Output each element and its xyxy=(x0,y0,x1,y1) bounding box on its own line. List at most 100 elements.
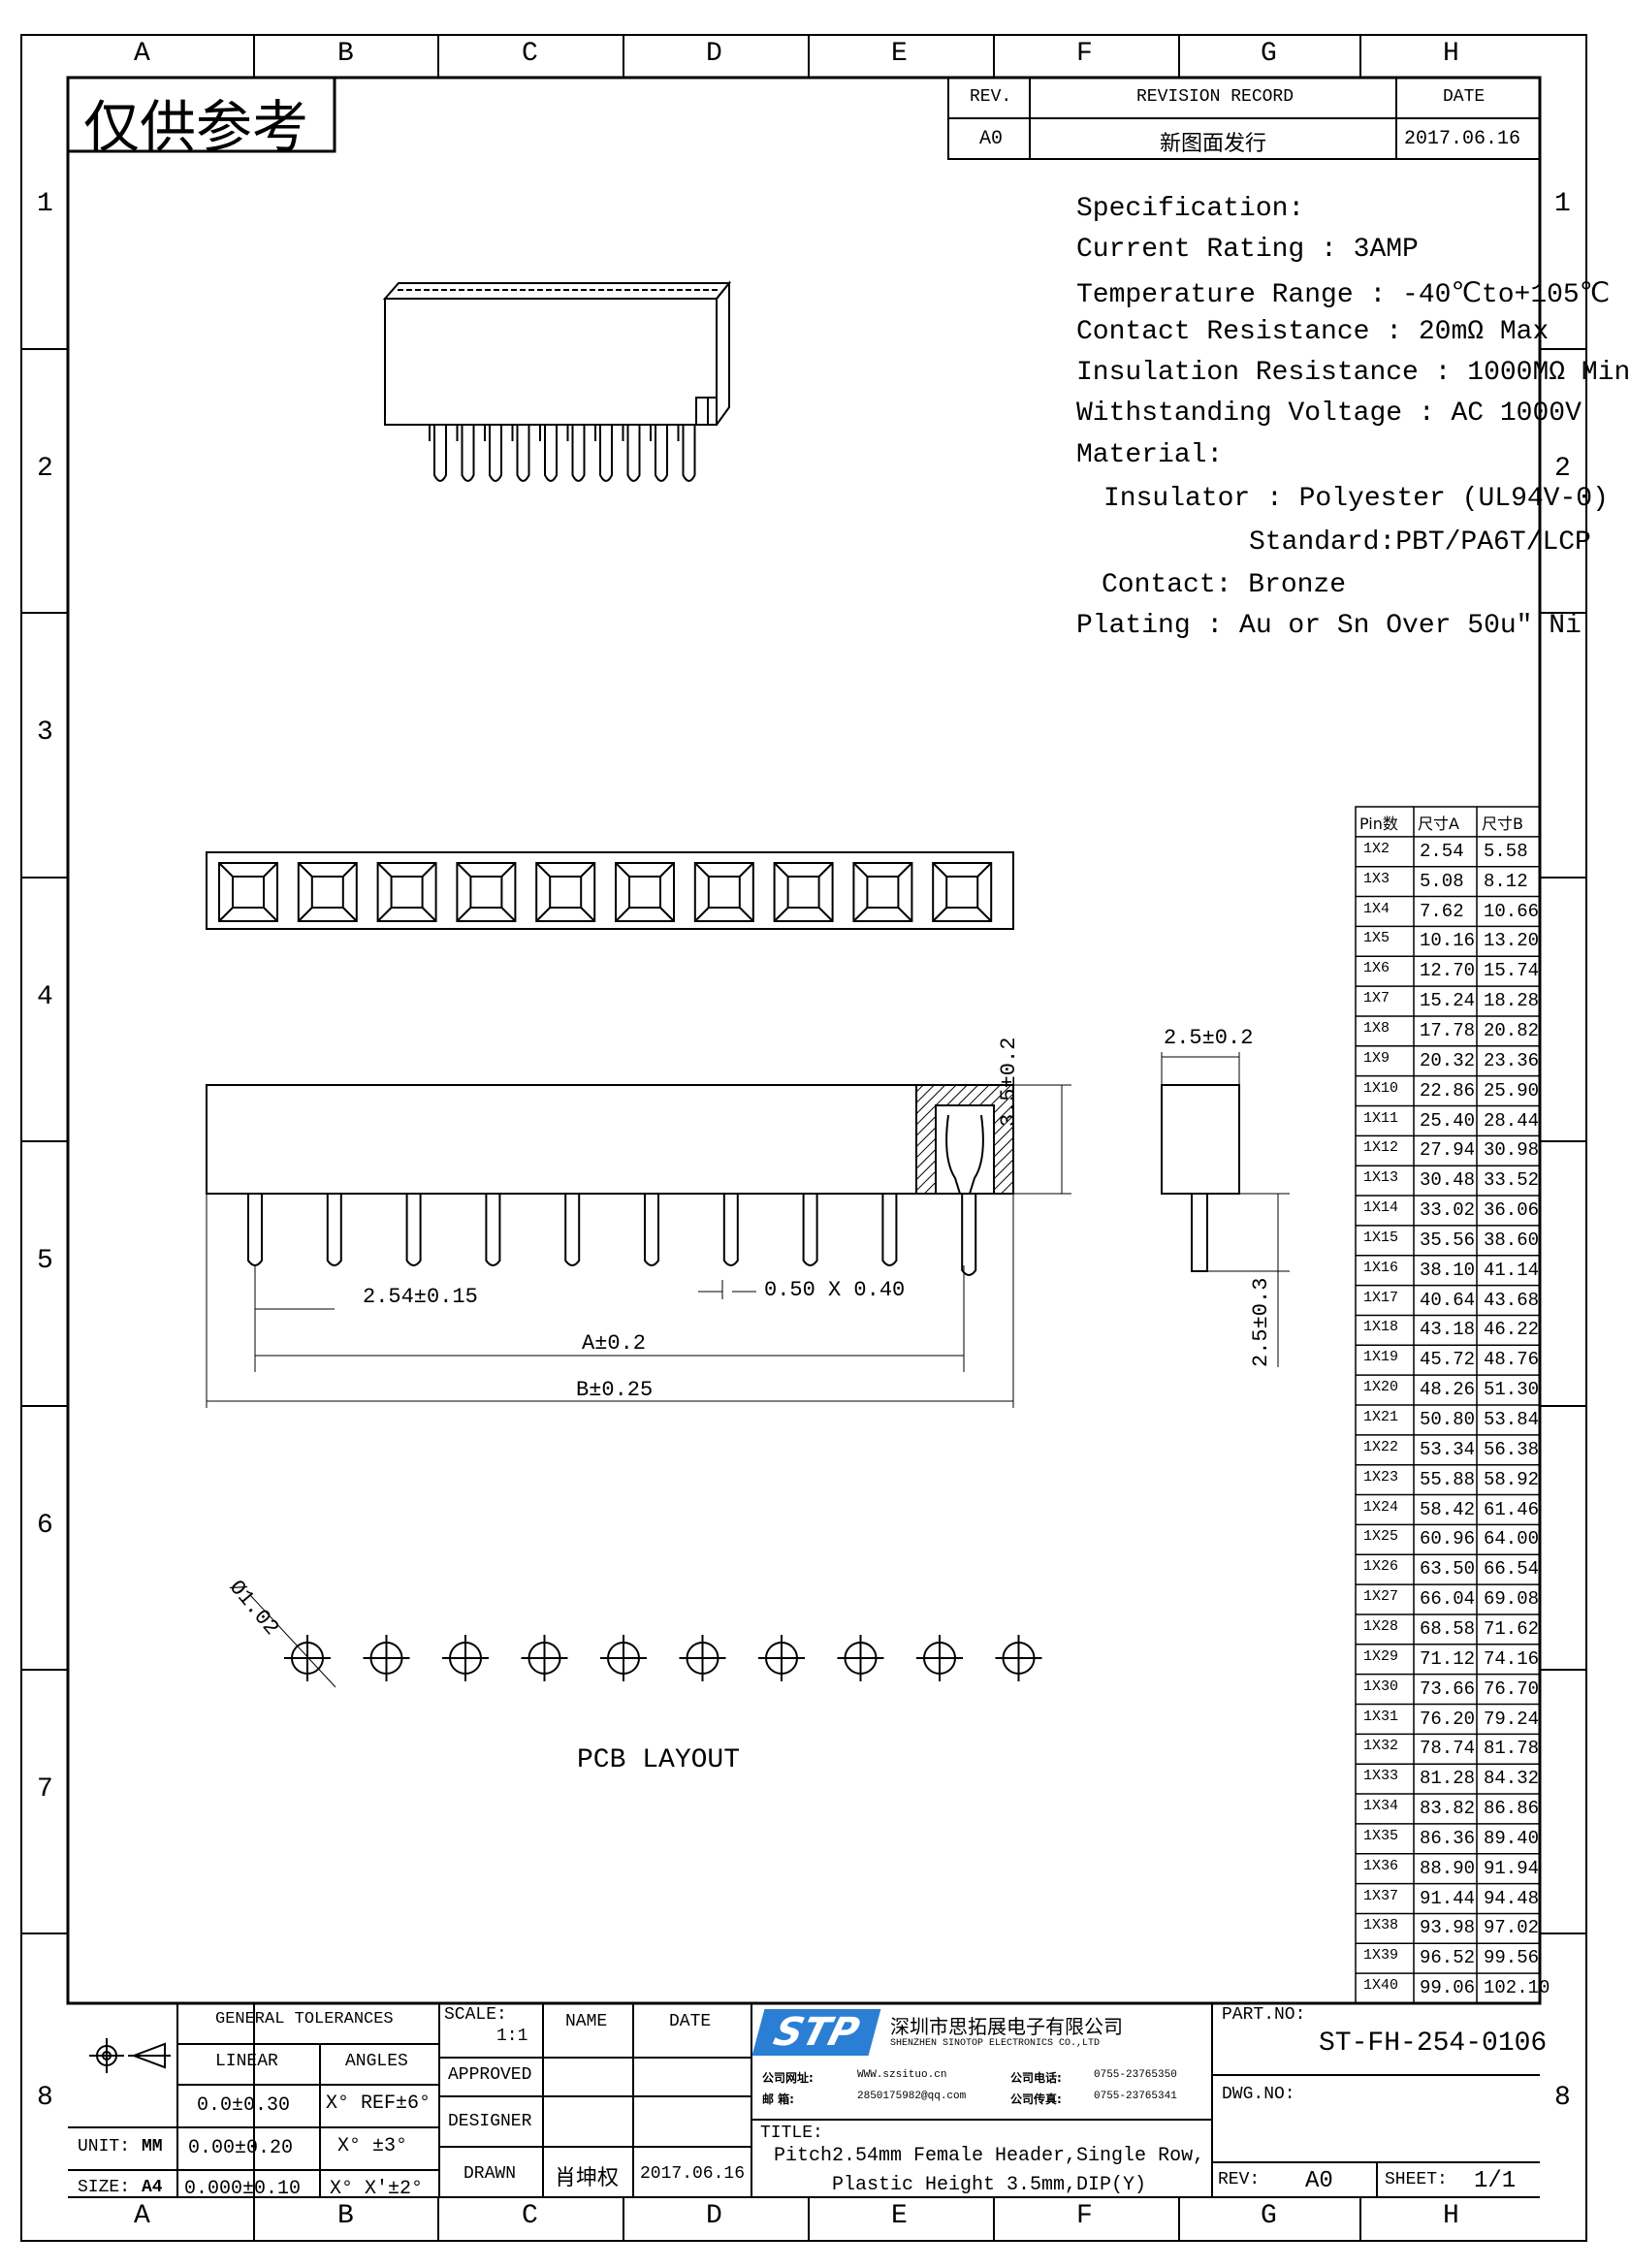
company-name-en: SHENZHEN SINOTOP ELECTRONICS CO.,LTD xyxy=(890,2038,1101,2049)
cell-outer xyxy=(852,862,913,922)
table-cell: 66.04 xyxy=(1420,1588,1476,1611)
angles-label: ANGLES xyxy=(345,2052,408,2071)
table-cell: 1X7 xyxy=(1363,990,1390,1007)
table-cell: 53.34 xyxy=(1420,1438,1476,1460)
cell-corner xyxy=(263,862,278,878)
table-cell: 93.98 xyxy=(1420,1917,1476,1939)
table-cell: 18.28 xyxy=(1484,990,1540,1012)
col-label: G xyxy=(1261,39,1277,69)
title-line-1: Pitch2.54mm Female Header,Single Row, xyxy=(774,2145,1205,2167)
table-cell: 1X39 xyxy=(1363,1947,1399,1965)
table-cell: 71.62 xyxy=(1484,1617,1540,1640)
table-cell: 51.30 xyxy=(1484,1379,1540,1401)
table-cell: 8.12 xyxy=(1484,870,1528,892)
cell-corner xyxy=(694,862,710,878)
angle-tol: X° REF±6° xyxy=(326,2092,431,2115)
table-cell: 1X24 xyxy=(1363,1498,1399,1516)
table-cell: 84.32 xyxy=(1484,1768,1540,1790)
cell-corner xyxy=(500,862,517,878)
date-value: 2017.06.16 xyxy=(1404,128,1521,150)
table-cell: 43.68 xyxy=(1484,1289,1540,1311)
scale-value: 1:1 xyxy=(496,2027,528,2046)
cell-inner xyxy=(866,876,900,909)
table-cell: 20.32 xyxy=(1420,1049,1476,1071)
table-cell: 1X5 xyxy=(1363,930,1390,947)
cell-corner xyxy=(535,862,551,878)
table-cell: 1X25 xyxy=(1363,1528,1399,1546)
table-cell: 1X28 xyxy=(1363,1617,1399,1635)
cell-corner xyxy=(659,862,675,878)
record-value: 新图面发行 xyxy=(1160,132,1267,156)
cell-corner xyxy=(263,907,278,922)
front-pin xyxy=(247,1194,263,1266)
reference-stamp: 仅供参考 xyxy=(83,94,309,160)
cell-corner xyxy=(932,862,947,878)
table-cell: 1X22 xyxy=(1363,1438,1399,1455)
table-cell: 1X12 xyxy=(1363,1139,1399,1157)
table-cell: 1X2 xyxy=(1363,840,1390,857)
table-cell: 41.14 xyxy=(1484,1259,1540,1281)
table-cell: 46.22 xyxy=(1484,1319,1540,1341)
table-cell: 2.54 xyxy=(1420,840,1464,862)
cell-corner xyxy=(298,862,313,878)
table-cell: 1X34 xyxy=(1363,1798,1399,1815)
row-label: 8 xyxy=(1554,2083,1571,2113)
row-label: 3 xyxy=(37,718,53,748)
col-label: B xyxy=(337,39,354,69)
cell-corner xyxy=(456,907,472,922)
table-cell: 1X20 xyxy=(1363,1379,1399,1396)
row-label: 1 xyxy=(1554,189,1571,219)
spec-line: Current Rating : 3AMP xyxy=(1076,235,1419,265)
row-label: 8 xyxy=(37,2083,53,2113)
cell-corner xyxy=(421,907,437,922)
mail-value: 2850175982@qq.com xyxy=(857,2091,967,2102)
pin-3d xyxy=(461,425,475,482)
table-cell: 1X10 xyxy=(1363,1079,1399,1097)
sheet-value: 1/1 xyxy=(1474,2168,1517,2194)
pcb-layout xyxy=(249,1594,1042,1688)
table-cell: 1X14 xyxy=(1363,1199,1399,1217)
table-cell: 10.66 xyxy=(1484,900,1540,922)
cell-corner xyxy=(342,907,358,922)
table-cell: 1X36 xyxy=(1363,1857,1399,1874)
row-label: 7 xyxy=(37,1774,53,1805)
pin-dim: 0.50 X 0.40 xyxy=(764,1278,906,1302)
date-header: DATE xyxy=(1443,87,1486,107)
web-value: WWW.szsituo.cn xyxy=(857,2069,947,2081)
table-cell: 78.74 xyxy=(1420,1738,1476,1760)
table-cell: 48.76 xyxy=(1484,1349,1540,1371)
table-cell: 88.90 xyxy=(1420,1857,1476,1879)
table-cell: 1X33 xyxy=(1363,1768,1399,1785)
table-cell: 66.54 xyxy=(1484,1558,1540,1581)
cell-corner xyxy=(739,862,754,878)
cell-corner xyxy=(456,862,472,878)
table-cell: 58.92 xyxy=(1484,1468,1540,1490)
size-value: A4 xyxy=(142,2178,163,2197)
front-pin xyxy=(644,1194,659,1266)
cell-inner xyxy=(628,876,661,909)
col-label: H xyxy=(1443,39,1459,69)
cell-corner xyxy=(580,862,595,878)
pin-table-grid xyxy=(1355,806,1541,2004)
col-label: F xyxy=(1076,39,1093,69)
table-cell: 76.20 xyxy=(1420,1708,1476,1730)
cell-corner xyxy=(218,862,234,878)
cell-corner xyxy=(739,907,754,922)
cell-outer xyxy=(932,862,993,922)
table-cell: 1X35 xyxy=(1363,1827,1399,1844)
col-label: G xyxy=(1261,2201,1277,2231)
pcb-layout-label: PCB LAYOUT xyxy=(577,1745,741,1775)
top-view xyxy=(206,851,1014,930)
side-view xyxy=(1161,1052,1290,1367)
table-cell: 13.20 xyxy=(1484,930,1540,952)
cell-inner xyxy=(390,876,424,909)
cell-corner xyxy=(976,907,992,922)
table-cell: 1X32 xyxy=(1363,1738,1399,1755)
cell-corner xyxy=(897,862,913,878)
cell-corner xyxy=(817,862,834,878)
table-cell: 20.82 xyxy=(1484,1019,1540,1041)
pin-3d xyxy=(489,425,502,482)
cell-corner xyxy=(773,907,789,922)
table-cell: 33.02 xyxy=(1420,1199,1476,1222)
table-cell: 1X19 xyxy=(1363,1349,1399,1366)
